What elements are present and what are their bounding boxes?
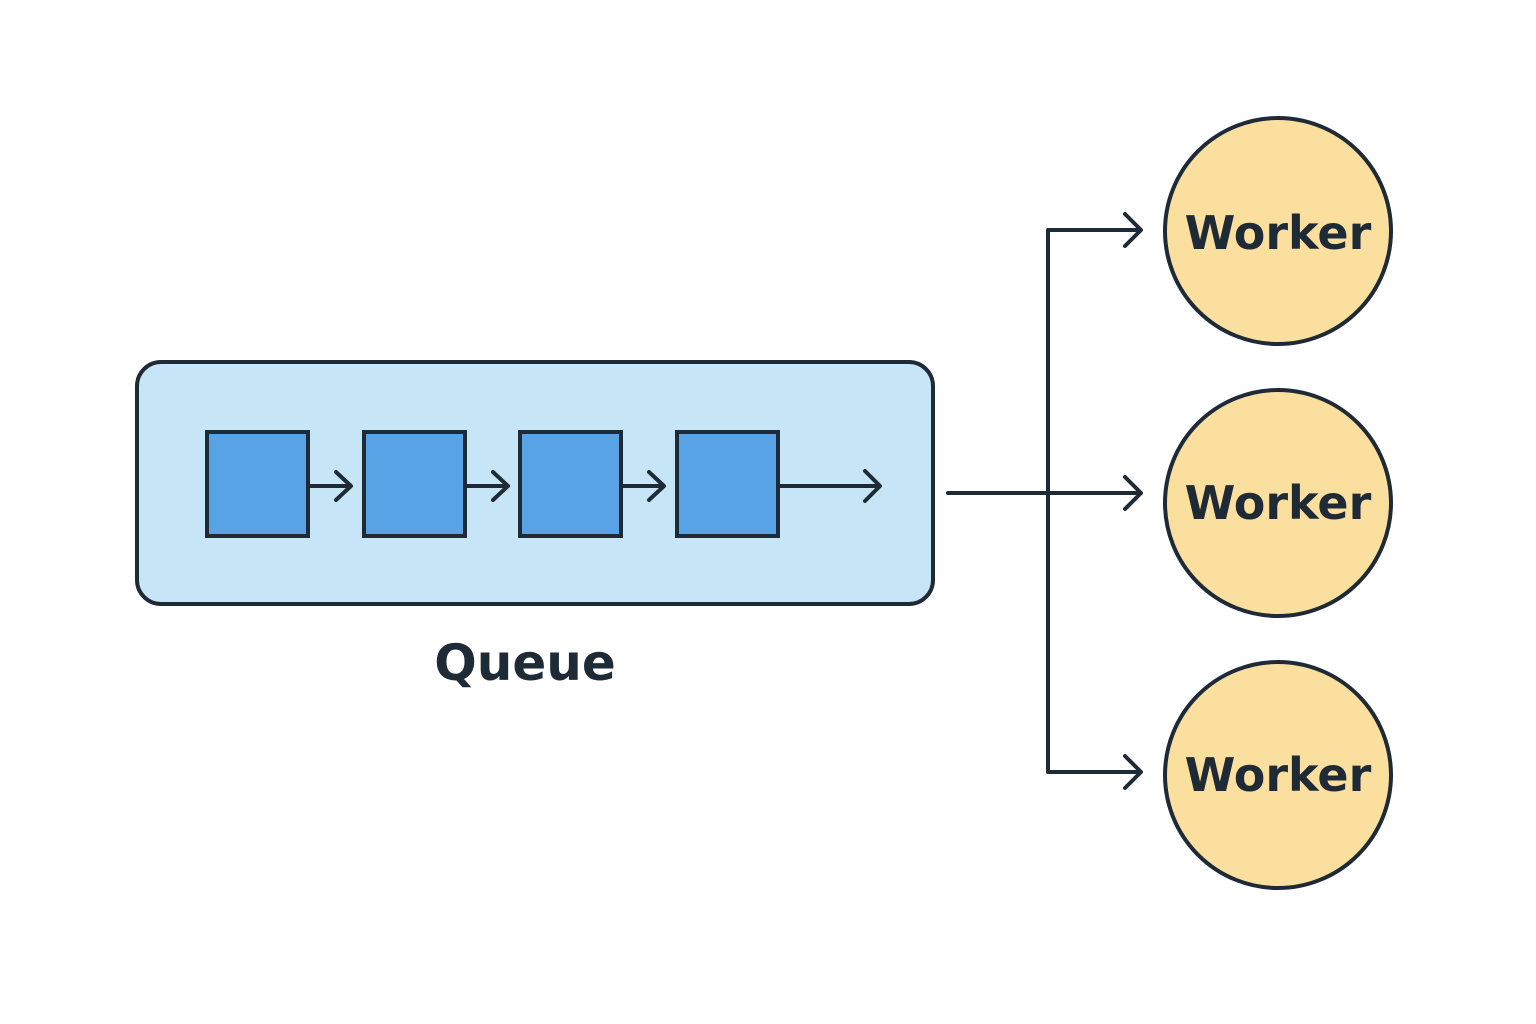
queue-arrow-3: [619, 470, 666, 502]
queue-arrow-out: [776, 469, 882, 503]
queue-arrow-2: [463, 470, 510, 502]
arrow-head-worker-3: [1123, 754, 1143, 790]
arrow-head-worker-1: [1123, 212, 1143, 248]
worker-node-1: Worker: [1163, 116, 1393, 346]
queue-item-4: [675, 430, 780, 538]
queue-label: Queue: [434, 634, 616, 692]
worker-label-1: Worker: [1185, 206, 1372, 260]
queue-item-1: [205, 430, 310, 538]
worker-node-2: Worker: [1163, 388, 1393, 618]
worker-label-3: Worker: [1185, 748, 1372, 802]
arrow-head-worker-2: [1123, 475, 1143, 511]
queue-arrow-1: [306, 470, 353, 502]
worker-label-2: Worker: [1185, 476, 1372, 530]
queue-item-3: [518, 430, 623, 538]
dispatch-connector: [946, 228, 1142, 774]
worker-node-3: Worker: [1163, 660, 1393, 890]
queue-item-2: [362, 430, 467, 538]
